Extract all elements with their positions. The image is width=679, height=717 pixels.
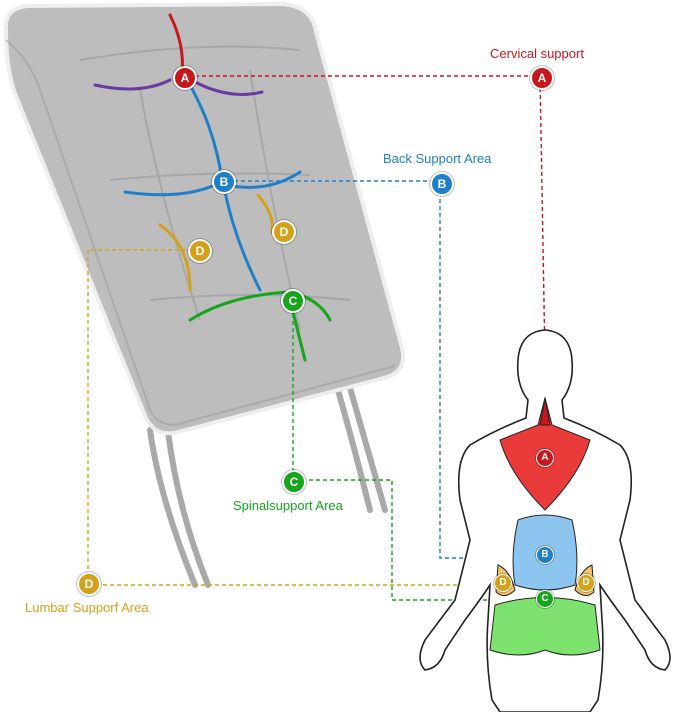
figure-badge-d-left: D xyxy=(494,574,512,592)
figure-badge-d-right: D xyxy=(577,574,595,592)
cushion-badge-a: A xyxy=(173,66,197,90)
figure-badge-c: C xyxy=(536,590,554,608)
cushion-ties xyxy=(147,385,388,588)
cushion-support-lines xyxy=(93,13,332,362)
cushion-badge-b: B xyxy=(212,170,236,194)
cervical-badge: A xyxy=(530,66,554,90)
spinal-connector xyxy=(292,300,545,601)
spinal-badge: C xyxy=(282,470,306,494)
back-label: Back Support Area xyxy=(383,151,492,166)
figure-badge-b: B xyxy=(536,546,554,564)
spinal-label: Spinalsupport Area xyxy=(233,498,343,513)
figure-badge-a: A xyxy=(536,449,554,467)
cushion xyxy=(3,1,406,436)
cervical-label: Cervical support xyxy=(490,46,584,61)
cushion-badge-c: C xyxy=(281,289,305,313)
back-badge: B xyxy=(430,172,454,196)
lumbar-label: Lumbar Supporf Area xyxy=(25,600,149,615)
back-connector xyxy=(234,180,545,559)
lumbar-connector xyxy=(87,249,510,586)
cushion-badge-d-right: D xyxy=(272,220,296,244)
cushion-badge-d-left: D xyxy=(188,239,212,263)
lumbar-badge: D xyxy=(77,572,101,596)
